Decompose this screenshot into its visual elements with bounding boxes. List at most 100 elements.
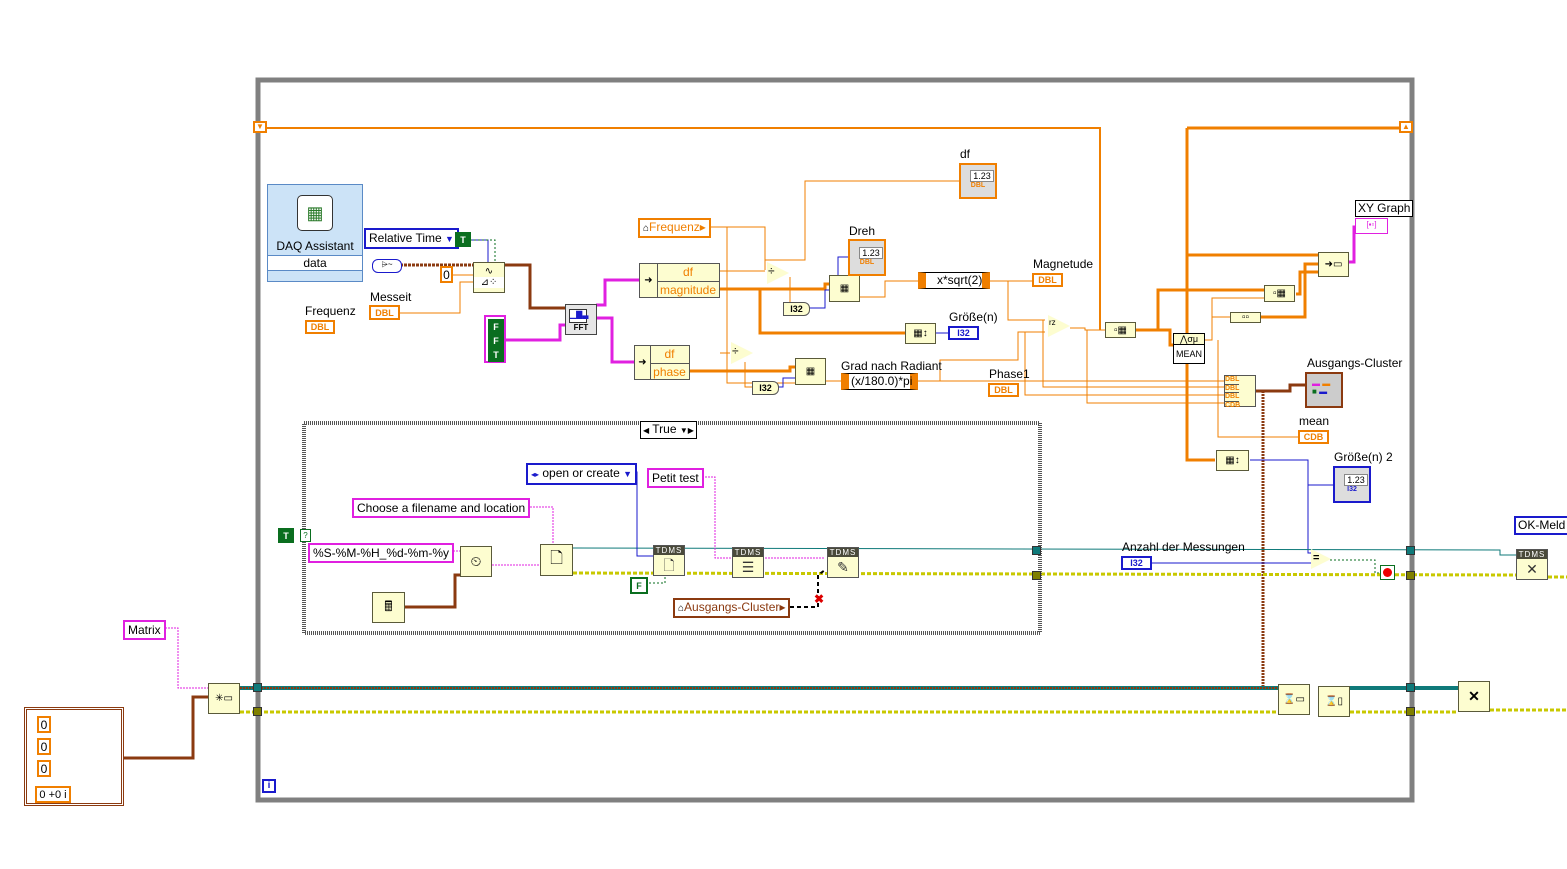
unbundle-by-name-magnitude[interactable]: ➜ df magnitude xyxy=(639,263,720,298)
refnum-tunnel xyxy=(1406,546,1415,555)
mean-vi[interactable]: ⋀σμ MEAN xyxy=(1173,333,1205,364)
flush-queue-vi[interactable]: ⌛▯ xyxy=(1318,686,1350,717)
shift-register-left[interactable]: ▼ xyxy=(253,121,267,133)
queue-icon: ✳▭ xyxy=(215,693,233,704)
index-array-phase[interactable]: ▦ xyxy=(795,358,826,385)
label-mean: mean xyxy=(1299,414,1330,428)
label-messeit: Messeit xyxy=(370,290,412,304)
divide-node-1[interactable] xyxy=(767,262,789,284)
get-date-time-vi[interactable]: 🖩 xyxy=(372,592,405,623)
waveform-timing-vi[interactable]: ∿ ⊿⁘ xyxy=(473,262,505,293)
home-icon: ⌂ xyxy=(678,603,685,614)
build-array-node-2[interactable]: ▫▦ xyxy=(1264,285,1295,302)
graph-icon: ⊿⁘ xyxy=(474,277,504,288)
true-constant[interactable]: T xyxy=(455,232,471,247)
prev-case-icon[interactable]: ◀ xyxy=(643,426,650,435)
arrow-icon: ▸ xyxy=(699,220,706,234)
i32-convert-2[interactable]: I32 xyxy=(752,381,779,395)
error-tunnel xyxy=(253,707,262,716)
file-dialog-vi[interactable]: 🗋 xyxy=(540,544,573,576)
open-or-create-enum[interactable]: ◂▸ open or create ▼ xyxy=(526,463,638,485)
dequeue-element-vi[interactable]: ⌛▭ xyxy=(1278,684,1310,715)
polar-to-complex-node[interactable] xyxy=(1048,315,1070,337)
arrow-icon: ▸ xyxy=(779,600,786,614)
ausgangs-cluster-local-variable[interactable]: ⌂Ausgangs-Cluster▸ xyxy=(673,598,791,618)
build-array-node-1[interactable]: ▫▦ xyxy=(1105,322,1136,338)
unbundle-row-phase[interactable]: phase xyxy=(653,365,686,379)
relative-time-enum[interactable]: Relative Time ▼ xyxy=(364,228,459,249)
false-constant[interactable]: F xyxy=(630,577,648,594)
xy-graph-terminal: [▪▫] xyxy=(1355,218,1388,234)
formula-rad-node[interactable]: (x/180.0)*pi xyxy=(841,373,918,390)
queue-tunnel xyxy=(253,683,262,692)
dropdown-arrow-icon: ▼ xyxy=(623,469,633,479)
pencil-icon: ✎ xyxy=(837,559,849,575)
waveform-convert-node[interactable]: ⩥~ xyxy=(372,259,402,273)
obtain-queue-vi[interactable]: ✳▭ xyxy=(208,683,240,714)
dropdown-arrow-icon: ▼ xyxy=(445,234,454,244)
daq-assistant-vi[interactable]: ▦ DAQ Assistant data xyxy=(267,184,363,282)
build-array-node-3[interactable]: ▫▫ xyxy=(1230,312,1261,323)
cluster-value-4[interactable]: 0 +0 i xyxy=(35,786,71,803)
choose-filename-string[interactable]: Choose a filename and location xyxy=(352,498,531,518)
tdms-set-properties-node[interactable]: TDMS☰ xyxy=(732,547,764,578)
frequenz-control[interactable]: DBL xyxy=(305,320,335,334)
petit-test-string[interactable]: Petit test xyxy=(647,468,704,488)
dropdown-arrow-icon[interactable]: ▼ xyxy=(679,426,688,435)
matrix-string[interactable]: Matrix xyxy=(123,620,166,640)
error-tunnel xyxy=(1032,571,1041,580)
bundle-xy-node[interactable]: ➜▭ xyxy=(1318,252,1349,277)
cluster-constant[interactable]: 0 0 0 0 +0 i xyxy=(24,707,124,806)
tdms-write-node[interactable]: TDMS✎ xyxy=(827,547,859,578)
magnetude-indicator: DBL xyxy=(1032,273,1063,287)
boolean-array-constant[interactable]: F F T xyxy=(484,315,506,363)
equal-node[interactable] xyxy=(1311,549,1331,569)
cluster-value-1[interactable]: 0 xyxy=(37,716,51,733)
phase1-indicator: DBL xyxy=(988,383,1019,397)
messeit-control[interactable]: DBL xyxy=(369,305,400,320)
unbundle-row-magnitude[interactable]: magnitude xyxy=(659,283,717,297)
unbundle-row-df[interactable]: df xyxy=(657,264,719,282)
tdms-close-node[interactable]: TDMS✕ xyxy=(1516,549,1548,580)
error-tunnel xyxy=(1406,707,1415,716)
cluster-value-3[interactable]: 0 xyxy=(37,760,51,777)
cluster-value-2[interactable]: 0 xyxy=(37,738,51,755)
unbundle-by-name-phase[interactable]: ➜ df phase xyxy=(634,345,690,380)
daq-data-output[interactable]: data xyxy=(268,255,362,271)
shift-register-right[interactable]: ▲ xyxy=(1399,121,1413,133)
array-size-node-2[interactable]: ▦↕ xyxy=(1216,450,1249,471)
next-case-icon[interactable]: ▶ xyxy=(687,426,694,435)
time-format-string[interactable]: %S-%M-%H_%d-%m-%y xyxy=(308,543,455,563)
bundle-icon: ➜▭ xyxy=(1324,259,1343,270)
flush-icon: ⌛▯ xyxy=(1325,696,1343,707)
release-queue-vi[interactable]: ✕ xyxy=(1458,681,1490,712)
bool-f-2[interactable]: F xyxy=(488,333,504,348)
frequenz-local-variable[interactable]: ⌂Frequenz▸ xyxy=(638,218,711,238)
bool-t[interactable]: T xyxy=(488,347,504,362)
formula-sqrt-node[interactable]: x*sqrt(2) xyxy=(918,272,990,289)
divide-node-2[interactable] xyxy=(731,342,753,364)
true-constant-case[interactable]: T xyxy=(278,528,294,543)
anzahl-der-messungen-control[interactable]: I32 xyxy=(1121,556,1152,570)
daq-assistant-title: DAQ Assistant xyxy=(276,239,354,253)
array-icon: ▦ xyxy=(805,366,816,377)
bundle-cluster-node[interactable]: DBL DBL DBL CDB xyxy=(1224,375,1256,409)
i32-convert-1[interactable]: I32 xyxy=(783,302,810,316)
waveform-icon: ∿ xyxy=(484,266,494,277)
stop-condition-terminal[interactable] xyxy=(1380,565,1395,580)
bool-f-1[interactable]: F xyxy=(488,319,504,334)
fft-vi[interactable]: ▁▇▃ FFT xyxy=(565,304,597,335)
tdms-open-node[interactable]: TDMS🗋 xyxy=(653,545,685,576)
format-date-time-vi[interactable]: ⏲ xyxy=(460,546,492,577)
case-selector[interactable]: ◀ True ▼▶ xyxy=(640,421,697,439)
zero-constant[interactable]: 0 xyxy=(440,266,453,283)
cluster-icon: ▬ ▬■ ▬ xyxy=(1312,379,1331,396)
index-array-magnitude[interactable]: ▦ xyxy=(829,275,860,302)
unbundle-row-df[interactable]: df xyxy=(650,346,689,364)
spin-icon: ◂▸ xyxy=(531,470,540,479)
array-size-node[interactable]: ▦↕ xyxy=(905,323,936,344)
daq-card-icon: ▦ xyxy=(297,195,333,231)
label-magnetude: Magnetude xyxy=(1033,257,1094,271)
label-anzahl-der-messungen: Anzahl der Messungen xyxy=(1122,540,1245,554)
